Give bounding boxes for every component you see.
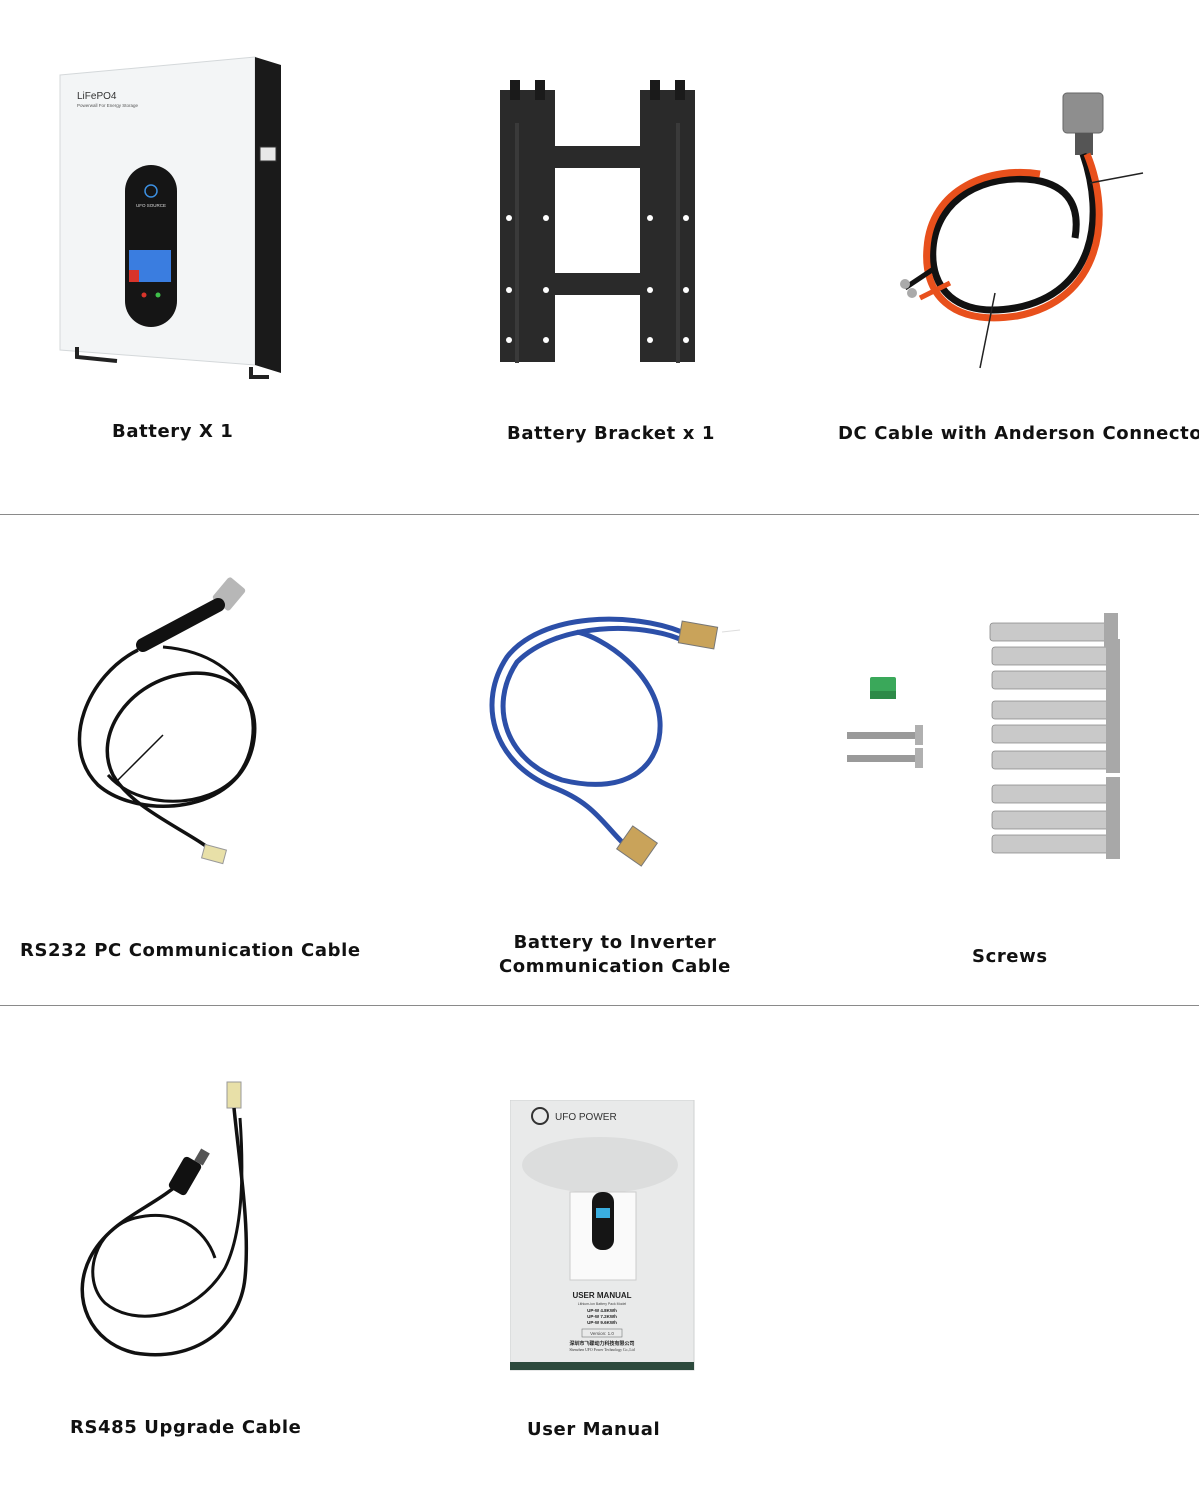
manual-icon: UFO POWER USER MANUAL Lithium-ion Batter…	[510, 1100, 695, 1371]
ethernet-cable-icon	[489, 616, 741, 867]
screws-icon	[847, 613, 1120, 859]
manual-model-2: UP-W 7.2KWh	[587, 1314, 617, 1319]
manual-item: UFO POWER USER MANUAL Lithium-ion Batter…	[510, 1100, 695, 1372]
dc-cable-item	[895, 88, 1150, 373]
rs485-item	[75, 1078, 260, 1363]
dc-cable-caption: DC Cable with Anderson Connector	[838, 423, 1199, 444]
screws-caption: Screws	[972, 946, 1048, 967]
rs232-cable-icon	[77, 577, 257, 865]
rs485-caption: RS485 Upgrade Cable	[70, 1417, 302, 1438]
manual-version: Version: 1.0	[590, 1331, 614, 1336]
battery-caption: Battery X 1	[112, 421, 234, 442]
manual-brand: UFO POWER	[555, 1112, 617, 1123]
battery-icon: LiFePO4 Powerwall For Energy Storage UFO…	[59, 56, 281, 379]
screws-item	[842, 605, 1132, 870]
battery-title: LiFePO4	[77, 91, 117, 102]
bracket-caption: Battery Bracket x 1	[507, 423, 715, 444]
rs232-item	[68, 575, 268, 875]
bracket-icon	[500, 80, 695, 363]
manual-model-1: UP-W 4.8KWh	[587, 1308, 617, 1313]
rs232-caption: RS232 PC Communication Cable	[20, 940, 361, 961]
row-divider-1	[0, 514, 1199, 515]
battery-brand: UFO SOURCE	[136, 203, 166, 208]
manual-subtitle: Lithium-ion Battery Pack Model	[578, 1302, 627, 1306]
row-divider-2	[0, 1005, 1199, 1006]
manual-company-cn: 深圳市飞碟动力科技有限公司	[569, 1340, 634, 1347]
manual-title: USER MANUAL	[572, 1291, 631, 1300]
battery-item: LiFePO4 Powerwall For Energy Storage UFO…	[55, 55, 290, 390]
bracket-item	[495, 78, 700, 370]
ethernet-item	[482, 612, 742, 867]
manual-caption: User Manual	[527, 1419, 661, 1440]
manual-company-en: Shenzhen UFO Power Technology Co.,Ltd	[569, 1348, 634, 1353]
dc-cable-icon	[900, 92, 1144, 369]
battery-subtitle: Powerwall For Energy Storage	[77, 103, 139, 108]
rs485-cable-icon	[80, 1081, 249, 1357]
ethernet-caption: Battery to Inverter Communication Cable	[499, 931, 731, 979]
ethernet-caption-line-2: Communication Cable	[499, 956, 731, 977]
manual-model-3: UP-W 9.6KWh	[587, 1320, 617, 1325]
ethernet-caption-line-1: Battery to Inverter	[513, 932, 717, 953]
